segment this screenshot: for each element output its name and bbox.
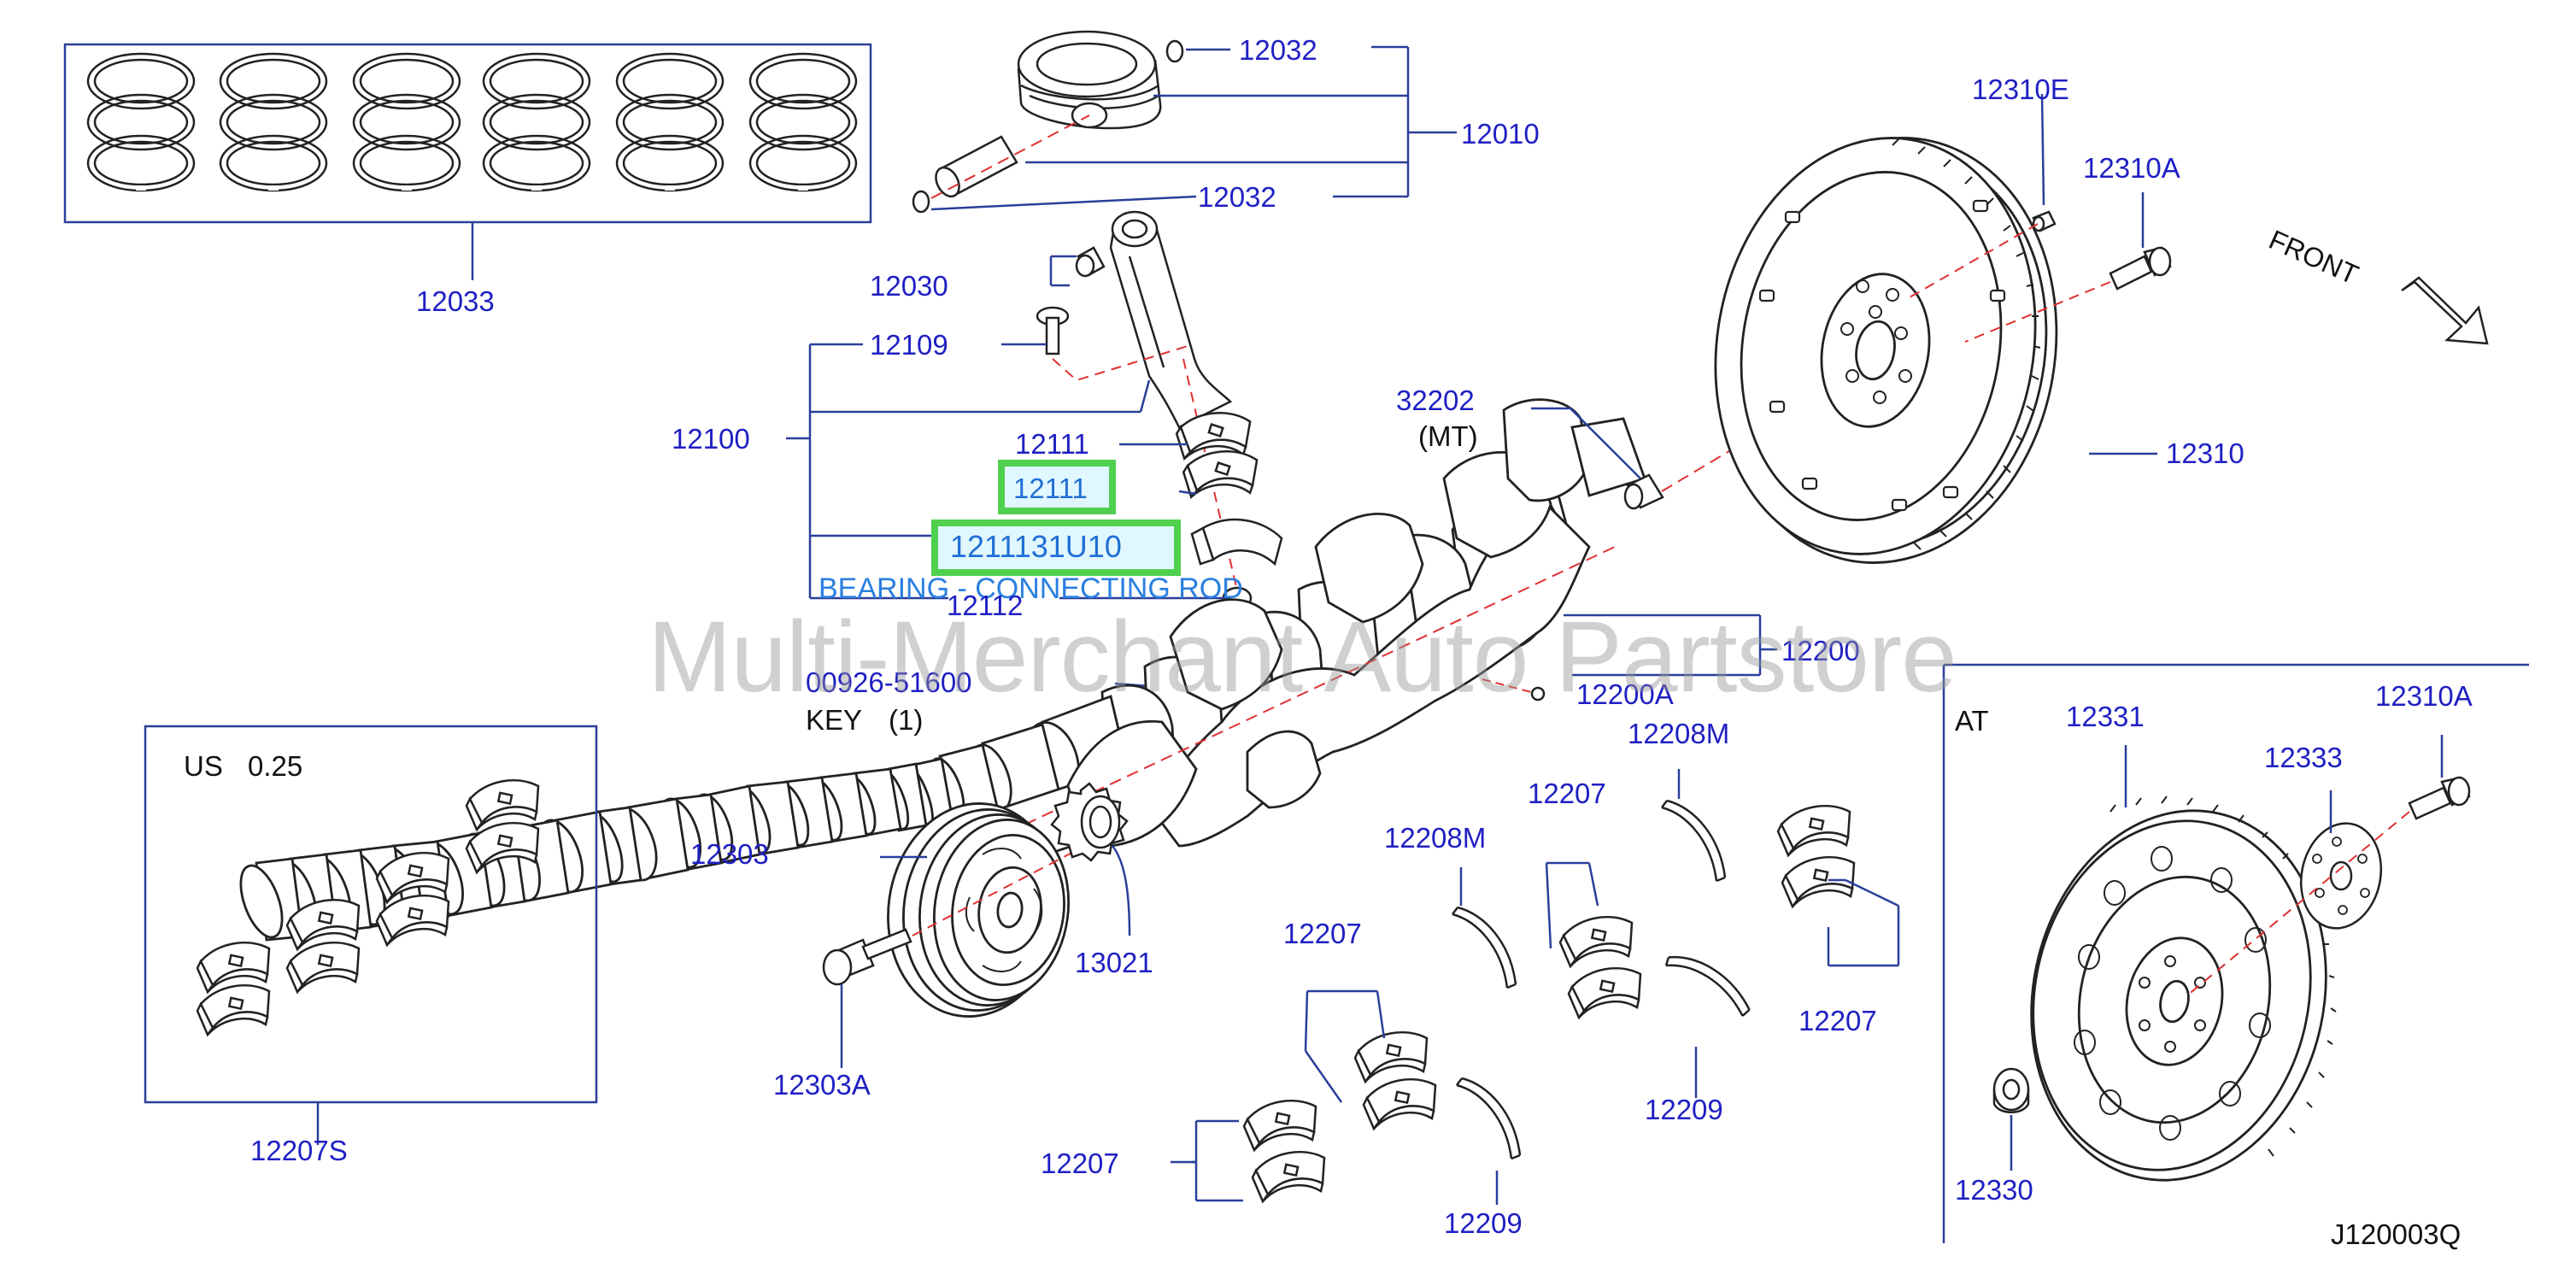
part-label-12200[interactable]: 12200 bbox=[1781, 635, 1860, 666]
part-label-12030[interactable]: 12030 bbox=[870, 270, 948, 302]
part-label-12310E[interactable]: 12310E bbox=[1972, 73, 2069, 105]
part-label-12200A[interactable]: 12200A bbox=[1576, 678, 1674, 710]
part-label-12207-d[interactable]: 12207 bbox=[1799, 1005, 1877, 1036]
part-label-12303A[interactable]: 12303A bbox=[773, 1069, 871, 1101]
part-label-12208M-b[interactable]: 12208M bbox=[1384, 822, 1487, 854]
part-label-12207S[interactable]: 12207S bbox=[250, 1135, 348, 1166]
part-label-12330[interactable]: 12330 bbox=[1955, 1174, 2033, 1206]
part-label-12310A-top[interactable]: 12310A bbox=[2083, 152, 2180, 184]
part-label-12100[interactable]: 12100 bbox=[672, 423, 750, 455]
part-label-12111-a[interactable]: 12111 bbox=[1015, 428, 1089, 460]
mt-label: (MT) bbox=[1418, 420, 1478, 452]
part-label-12310A-at[interactable]: 12310A bbox=[2375, 680, 2473, 712]
part-label-12207-b[interactable]: 12207 bbox=[1283, 918, 1362, 949]
watermark: Multi-Merchant Auto Partstore bbox=[648, 601, 1957, 713]
diagram-code: J120003Q bbox=[2331, 1218, 2462, 1250]
part-label-12033[interactable]: 12033 bbox=[416, 285, 495, 317]
part-label-12010[interactable]: 12010 bbox=[1461, 118, 1540, 150]
key-quantity: (1) bbox=[889, 704, 924, 736]
part-label-12207-a[interactable]: 12207 bbox=[1528, 778, 1606, 809]
part-label-00926-51600[interactable]: 00926-51600 bbox=[806, 666, 972, 698]
highlight-box-12111 bbox=[998, 460, 1116, 514]
part-label-12109[interactable]: 12109 bbox=[870, 329, 948, 361]
part-label-12207-c[interactable]: 12207 bbox=[1041, 1148, 1119, 1179]
part-label-12112[interactable]: 12112 bbox=[947, 590, 1024, 621]
part-label-12032-top[interactable]: 12032 bbox=[1239, 34, 1317, 66]
part-label-12111-highlighted[interactable]: 12111 bbox=[1013, 473, 1088, 504]
part-label-12032-bottom[interactable]: 12032 bbox=[1198, 181, 1276, 213]
key-label: KEY bbox=[806, 704, 863, 736]
part-label-32202[interactable]: 32202 bbox=[1396, 385, 1475, 416]
at-section-label: AT bbox=[1955, 705, 1989, 737]
part-label-1211131U10-highlighted[interactable]: 1211131U10 bbox=[950, 529, 1122, 564]
bearing-caption: BEARING - CONNECTING ROD bbox=[819, 572, 1243, 605]
part-label-13021[interactable]: 13021 bbox=[1075, 947, 1153, 978]
part-label-12208M-a[interactable]: 12208M bbox=[1628, 718, 1730, 749]
part-label-12310[interactable]: 12310 bbox=[2166, 437, 2244, 469]
undersize-label: US bbox=[184, 750, 223, 782]
part-label-12303[interactable]: 12303 bbox=[690, 838, 769, 870]
part-label-12331[interactable]: 12331 bbox=[2066, 701, 2145, 732]
undersize-value: 0.25 bbox=[248, 750, 303, 782]
highlight-box-1211131U10 bbox=[931, 520, 1181, 576]
part-label-12333[interactable]: 12333 bbox=[2264, 742, 2343, 773]
part-label-12209-a[interactable]: 12209 bbox=[1645, 1094, 1723, 1125]
part-label-12209-b[interactable]: 12209 bbox=[1444, 1207, 1523, 1239]
